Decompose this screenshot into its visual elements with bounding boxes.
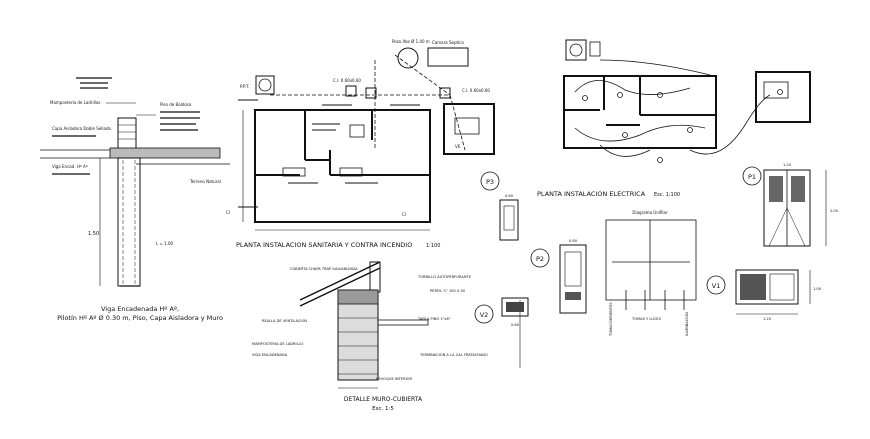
note-floor: Piso de Baldosa xyxy=(160,102,192,107)
note-masonry: Mampostería de Ladrillos xyxy=(50,100,100,105)
door-p3: P3 0.60 xyxy=(480,171,519,241)
roof-wall-detail: CUBIERTA CHAPA TRAP GALVANIZADA TORNILLO… xyxy=(252,261,521,412)
tag-p1: P1 xyxy=(748,173,756,181)
circuit-2-label: TOMACORRIENTES xyxy=(609,302,613,337)
note-board: TABLA PINO 1"x6" xyxy=(417,317,451,321)
sanitary-plan-scale: 1:100 xyxy=(426,243,440,249)
circuit-3-label: ILUMINACION xyxy=(685,312,689,336)
electrical-plan-title: PLANTA INSTALACION ELECTRICA xyxy=(537,190,646,198)
sanitary-plan-title: PLANTA INSTALACION SANITARIA Y CONTRA IN… xyxy=(236,241,412,249)
door-p2: P2 0.80 xyxy=(530,239,587,314)
note-interior: REVOQUE INTERIOR xyxy=(376,377,412,381)
v2-width: 0.60 xyxy=(511,323,520,327)
window-v2: V2 0.60 xyxy=(474,297,529,327)
note-masonry-detail: MAMPOSTERIA DE LADRILLO xyxy=(252,342,303,346)
note-roof-sheet: CUBIERTA CHAPA TRAP GALVANIZADA xyxy=(290,267,358,271)
p2-width: 0.80 xyxy=(569,239,578,243)
tag-p2: P2 xyxy=(536,255,544,263)
wall-section-detail: 1.50 L = 1.00 Mampostería de Ladrillos P… xyxy=(40,77,230,322)
circuit-1-label: TOMAS Y LUCES xyxy=(631,317,662,321)
label-absorption-well: Pozo Abs Ø 1.40 m xyxy=(392,39,430,44)
door-p1: P1 1.20 2.05 xyxy=(742,163,838,247)
pile-depth-dim: 1.50 xyxy=(88,231,99,237)
sanitary-plan: Pozo Abs Ø 1.40 m Camara Septica C.I. 0.… xyxy=(226,39,495,249)
note-damp-course: Capa Aisladora Doble Sellado xyxy=(52,126,111,131)
roof-detail-title: DETALLE MURO-CUBIERTA xyxy=(344,396,423,403)
v1-height: 1.00 xyxy=(813,287,822,291)
tag-v1: V1 xyxy=(712,282,721,290)
label-chamber-1: C.I. 0.60x0.60 xyxy=(333,78,361,83)
v1-width: 1.20 xyxy=(763,317,772,321)
electrical-plan-scale: Esc. 1:100 xyxy=(654,192,680,198)
note-plaster: TERMINACION A LA CAL FRATACHADO xyxy=(419,353,488,357)
one-line-title: Diagrama Unifilar xyxy=(632,210,668,215)
note-beam-detail: VIGA ENCADENADA xyxy=(252,353,288,357)
one-line-diagram: Diagrama Unifilar TOMAS Y LUCES TOMACORR… xyxy=(605,210,697,337)
electrical-plan: PLANTA INSTALACION ELECTRICA Esc. 1:100 xyxy=(537,39,811,198)
wall-section-subtitle: Pilotín Hº Aº Ø 0.30 m, Piso, Capa Aisla… xyxy=(57,314,223,322)
label-septic-tank: Camara Septica xyxy=(432,40,464,45)
note-vent: REJILLA DE VENTILACION xyxy=(262,319,307,323)
tag-ci-2: CI xyxy=(402,212,406,217)
label-tank: P.P.T. xyxy=(240,84,249,89)
tag-v2: V2 xyxy=(480,311,489,319)
tag-ve: VE xyxy=(455,144,461,149)
pile-length-dim: L = 1.00 xyxy=(156,241,173,246)
note-ground: Terreno Natural xyxy=(189,179,221,184)
p1-height: 2.05 xyxy=(830,209,838,213)
note-screw: TORNILLO AUTOPERFORANTE xyxy=(417,275,472,279)
note-beam: Viga Encad. Hº Aº xyxy=(52,164,88,169)
tag-ci-1: CI xyxy=(226,210,230,215)
p3-width: 0.60 xyxy=(505,194,514,198)
window-v1: V1 1.20 1.00 xyxy=(706,269,822,321)
wall-section-title: Viga Encadenada Hº Aº, xyxy=(101,305,179,313)
label-chamber-2: C.I. 0.60x0.60 xyxy=(462,88,490,93)
tag-p3: P3 xyxy=(486,178,494,186)
p1-width: 1.20 xyxy=(783,163,792,167)
note-purlin: PERFIL 'C' 100 X 50 xyxy=(430,289,466,293)
roof-detail-scale: Esc. 1:5 xyxy=(372,406,394,412)
